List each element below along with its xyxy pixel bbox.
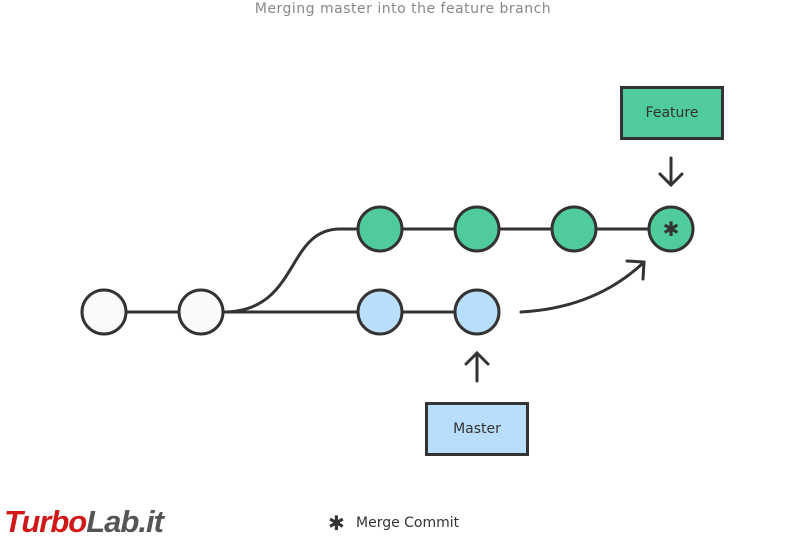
commit-base — [80, 288, 128, 336]
merge-commit — [647, 205, 695, 253]
commit-master — [356, 288, 404, 336]
commit-base — [177, 288, 225, 336]
master-pointer-arrow — [464, 350, 490, 383]
feature-pointer-arrow — [658, 156, 684, 188]
diagram-title: Merging master into the feature branch — [254, 1, 552, 17]
legend: ✱ Merge Commit — [328, 513, 459, 533]
master-label-box: Master — [425, 402, 529, 456]
logo-part: Turbo — [4, 504, 87, 539]
watermark-logo: TurboLab.it — [4, 504, 164, 540]
branch-curve — [221, 227, 360, 314]
commit-feature — [356, 205, 404, 253]
feature-label: Feature — [645, 105, 699, 121]
commit-feature — [550, 205, 598, 253]
master-label: Master — [453, 421, 501, 437]
logo-part: Lab.it — [86, 504, 164, 539]
commit-master — [453, 288, 501, 336]
asterisk-icon: ✱ — [328, 511, 345, 535]
legend-label: Merge Commit — [356, 515, 460, 531]
merge-arrow-head — [625, 259, 646, 281]
commit-feature — [453, 205, 501, 253]
merge-arrow — [519, 261, 645, 314]
asterisk-icon: ✱ — [663, 217, 680, 241]
feature-label-box: Feature — [620, 86, 724, 140]
